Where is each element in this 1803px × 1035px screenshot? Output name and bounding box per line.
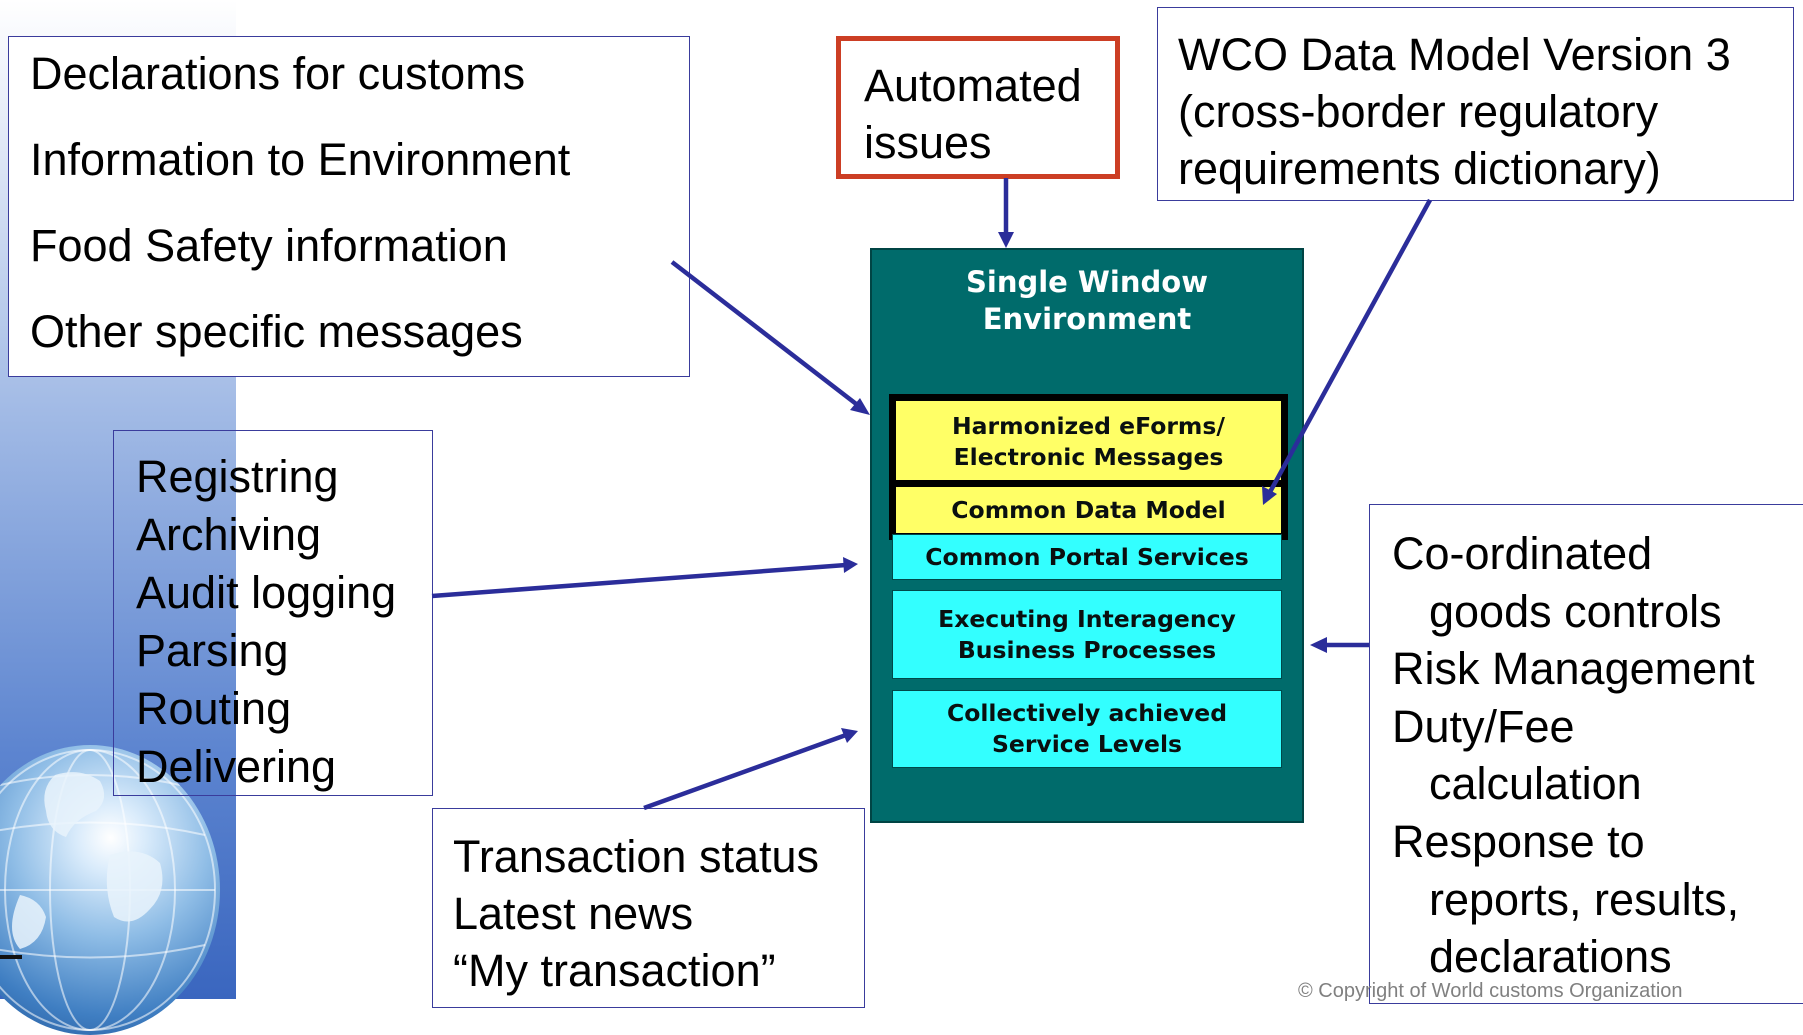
arrow-wco-to-cdm	[1268, 198, 1432, 494]
transaction-line-2: Latest news	[453, 888, 694, 939]
customs-line-2: Information to Environment	[30, 134, 571, 185]
goods-line-1: Co-ordinated	[1392, 528, 1653, 579]
executing-line-2: Business Processes	[957, 635, 1217, 664]
single-window-title-line-2: Environment	[982, 302, 1192, 336]
service-levels-line-1: Collectively achieved	[946, 699, 1228, 727]
goods-line-6: Response to	[1392, 815, 1645, 867]
goods-line-8: declarations	[1429, 931, 1672, 983]
function-delivering: Delivering	[136, 741, 337, 792]
eforms-line-1: Harmonized eForms/	[952, 412, 1225, 440]
automated-issues-box: Automated issues	[836, 36, 1120, 179]
customs-messages-box: Declarations for customs Information to …	[8, 36, 690, 377]
portal-services-label: Common Portal Services	[925, 543, 1249, 571]
transaction-status-box: Transaction status Latest news “My trans…	[432, 808, 865, 1008]
automated-line-1: Automated	[864, 60, 1082, 111]
arrowhead-customs	[850, 398, 870, 415]
transaction-line-1: Transaction status	[453, 831, 819, 882]
layer-harmonized-eforms: Harmonized eForms/ Electronic Messages	[889, 394, 1288, 490]
layer-executing-processes: Executing Interagency Business Processes	[892, 590, 1282, 679]
single-window-title-line-1: Single Window	[966, 265, 1208, 299]
globe-icon	[0, 745, 220, 1035]
customs-line-1: Declarations for customs	[30, 48, 526, 99]
arrow-customs-to-eforms	[670, 260, 866, 412]
goods-line-3: Risk Management	[1392, 643, 1755, 695]
eforms-line-2: Electronic Messages	[953, 443, 1224, 471]
goods-controls-box: Co-ordinated goods controls Risk Managem…	[1369, 504, 1803, 1004]
arrow-transaction-to-levels	[643, 732, 847, 811]
goods-line-4: Duty/Fee	[1392, 700, 1575, 752]
function-routing: Routing	[136, 683, 292, 734]
layer-service-levels: Collectively achieved Service Levels	[892, 690, 1282, 768]
executing-line-1: Executing Interagency	[938, 604, 1236, 633]
customs-line-3: Food Safety information	[30, 220, 508, 271]
single-window-environment: Single Window Environment Harmonized eFo…	[870, 248, 1304, 823]
single-window-title: Single Window Environment	[872, 264, 1302, 338]
function-audit-logging: Audit logging	[136, 567, 397, 618]
goods-line-7: reports, results,	[1429, 873, 1740, 925]
wco-data-model-box: WCO Data Model Version 3 (cross-border r…	[1157, 7, 1794, 201]
function-archiving: Archiving	[136, 509, 322, 560]
wco-line-1: WCO Data Model Version 3	[1178, 29, 1731, 80]
portal-functions-box: Registring Archiving Audit logging Parsi…	[113, 430, 433, 796]
layer-common-portal-services: Common Portal Services	[892, 534, 1282, 580]
common-data-model-label: Common Data Model	[951, 496, 1226, 524]
function-parsing: Parsing	[136, 625, 289, 676]
arrow-archiving-to-portal	[431, 562, 847, 599]
arrowhead-automated	[998, 232, 1014, 248]
service-levels-line-2: Service Levels	[991, 730, 1183, 758]
goods-line-2: goods controls	[1429, 585, 1722, 637]
connector-arrows	[431, 178, 1432, 811]
copyright-notice: © Copyright of World customs Organizatio…	[1298, 980, 1683, 1002]
arrowhead-transaction	[841, 728, 858, 743]
wco-line-3: requirements dictionary)	[1178, 143, 1661, 194]
wco-line-2: (cross-border regulatory	[1178, 86, 1659, 137]
arrowhead-goods	[1310, 637, 1327, 653]
goods-line-5: calculation	[1429, 758, 1642, 810]
function-registring: Registring	[136, 451, 339, 502]
arrowhead-wco	[1262, 486, 1277, 505]
transaction-line-3: “My transaction”	[453, 945, 776, 996]
customs-line-4: Other specific messages	[30, 306, 523, 357]
automated-line-2: issues	[864, 117, 992, 168]
arrowhead-archiving	[843, 557, 858, 573]
floor-line	[0, 955, 22, 1003]
layer-common-data-model: Common Data Model	[889, 480, 1288, 540]
